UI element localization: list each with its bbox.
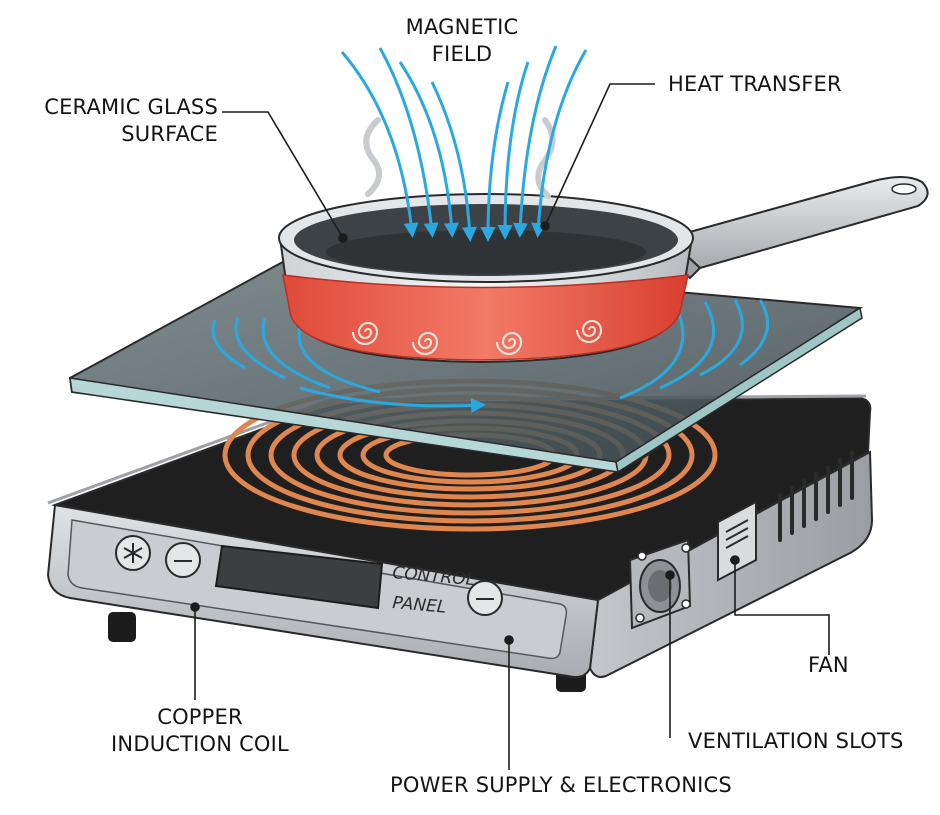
ventilation-slots bbox=[778, 451, 854, 542]
label-ceramic-glass-line1: CERAMIC GLASS bbox=[44, 95, 218, 119]
eddy-current-swirls bbox=[352, 320, 603, 355]
label-magnetic-field-line1: MAGNETIC bbox=[405, 15, 519, 39]
label-ceramic-glass: CERAMIC GLASS SURFACE bbox=[32, 94, 218, 148]
leader-heat-transfer bbox=[544, 83, 655, 227]
label-power-supply-text: POWER SUPPLY & ELECTRONICS bbox=[390, 773, 732, 797]
control-panel-label-line2: PANEL bbox=[392, 593, 448, 618]
leader-ceramic-glass bbox=[222, 111, 344, 239]
label-power-supply: POWER SUPPLY & ELECTRONICS bbox=[390, 772, 732, 799]
control-panel: CONTROL PANEL bbox=[115, 535, 503, 618]
label-copper-coil-line1: COPPER bbox=[157, 705, 243, 729]
label-fan-text: FAN bbox=[808, 653, 849, 677]
asterisk-icon bbox=[123, 543, 143, 563]
frying-pan bbox=[278, 176, 929, 364]
pan-handle bbox=[666, 176, 929, 270]
label-heat-transfer: HEAT TRANSFER bbox=[668, 71, 842, 98]
label-magnetic-field: MAGNETIC FIELD bbox=[392, 14, 532, 68]
leader-fan bbox=[734, 560, 830, 655]
label-copper-coil-line2: INDUCTION COIL bbox=[111, 732, 289, 756]
display-screen bbox=[214, 544, 384, 610]
foot bbox=[108, 612, 136, 642]
label-ceramic-glass-line2: SURFACE bbox=[121, 122, 218, 146]
magnetic-field-arrows bbox=[340, 45, 588, 242]
fan-unit bbox=[717, 500, 757, 582]
label-ventilation-text: VENTILATION SLOTS bbox=[688, 729, 904, 753]
steam bbox=[363, 117, 556, 199]
magnetic-field-rings bbox=[211, 299, 769, 413]
label-ventilation-slots: VENTILATION SLOTS bbox=[688, 728, 904, 755]
label-magnetic-field-line2: FIELD bbox=[431, 42, 493, 66]
label-fan: FAN bbox=[808, 652, 849, 679]
label-heat-transfer-text: HEAT TRANSFER bbox=[668, 72, 842, 96]
label-copper-coil: COPPER INDUCTION COIL bbox=[105, 704, 295, 758]
leader-lines bbox=[190, 83, 830, 770]
